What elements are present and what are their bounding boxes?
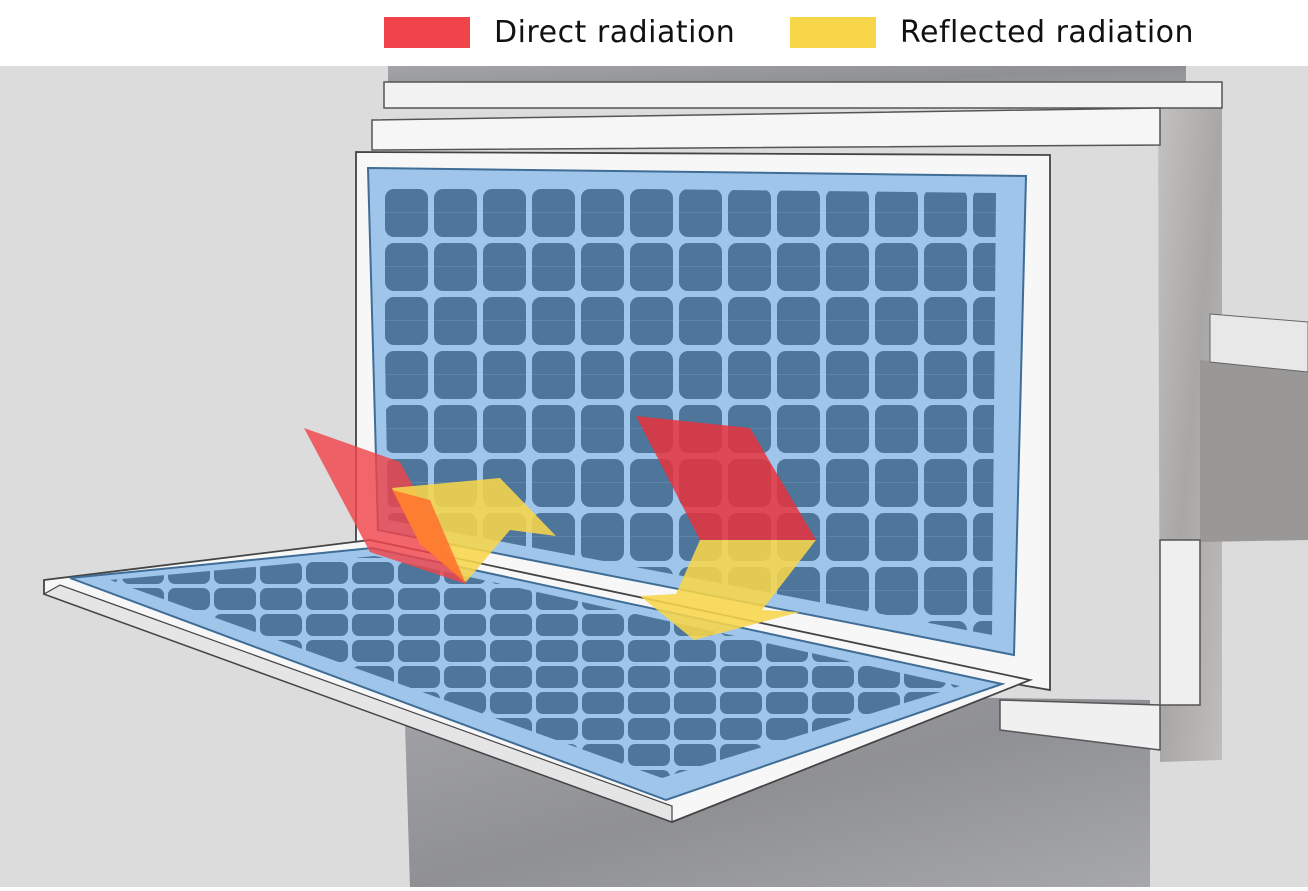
- legend-item-direct: Direct radiation: [384, 14, 735, 50]
- sill-bottom-block: [999, 699, 1161, 751]
- legend-swatch-reflected: [790, 16, 876, 48]
- horizontal-pv-cells: [110, 556, 960, 778]
- legend-swatch-direct: [384, 16, 470, 48]
- facade-illustration: [0, 66, 1308, 887]
- reflected-radiation-arrow-right: [640, 540, 816, 640]
- legend-item-reflected: Reflected radiation: [790, 14, 1194, 50]
- legend-label-direct: Direct radiation: [494, 14, 736, 50]
- sill-right-block: [1159, 539, 1201, 706]
- legend-label-reflected: Reflected radiation: [900, 14, 1195, 50]
- direct-overlap-left: [392, 490, 466, 584]
- scene: [0, 66, 1308, 887]
- window-opening-right: [1200, 360, 1308, 542]
- reflected-radiation-arrow-left: [392, 478, 556, 582]
- direct-radiation-arrow-right: [636, 416, 816, 540]
- top-sill: [383, 81, 1223, 109]
- top-sill-front: [371, 107, 1161, 151]
- window-ledge: [1209, 313, 1308, 373]
- horizontal-shelf-edge: [42, 584, 673, 823]
- legend: Direct radiation Reflected radiation: [0, 0, 1308, 66]
